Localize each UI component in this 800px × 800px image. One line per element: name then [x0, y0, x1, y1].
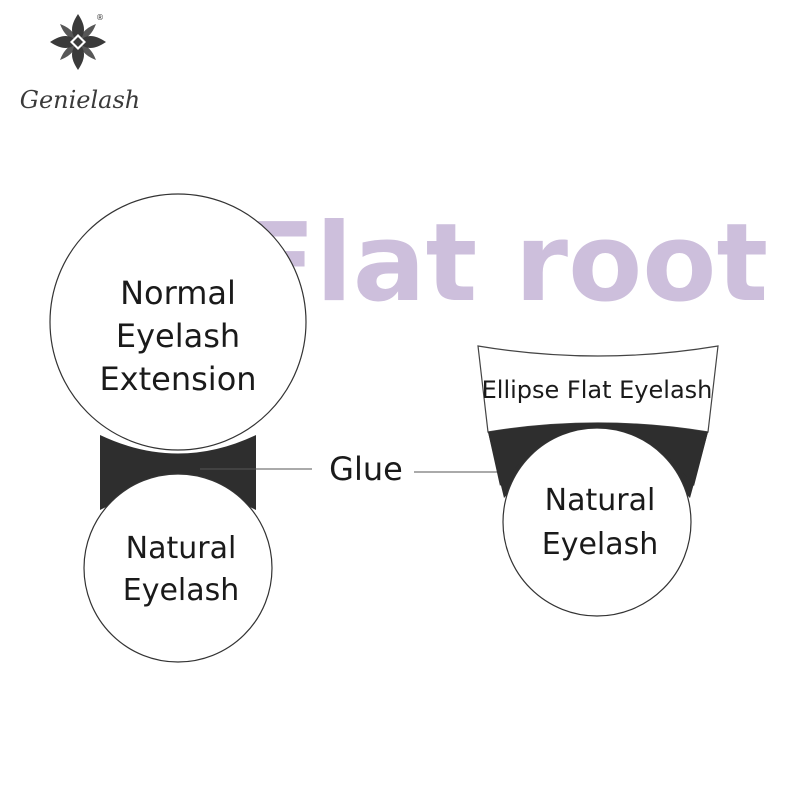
right-bottom-label-line-1: Natural [545, 483, 656, 518]
left-bottom-circle [83, 473, 273, 663]
registered-mark: ® [96, 13, 104, 22]
brand-name: Genielash [20, 86, 140, 114]
left-bottom-label-line-2: Eyelash [123, 573, 240, 608]
glue-callout: Glue [200, 450, 508, 488]
right-bottom-label-line-2: Eyelash [542, 527, 659, 562]
logo-emblem-icon [50, 14, 106, 70]
right-diagram: Ellipse Flat Eyelash Natural Eyelash [477, 345, 719, 617]
glue-label: Glue [329, 450, 403, 488]
ellipse-flat-eyelash-label: Ellipse Flat Eyelash [482, 376, 713, 404]
left-bottom-label-line-1: Natural [126, 531, 237, 566]
right-natural-circle [502, 427, 692, 617]
brand-logo: ® Genielash [20, 13, 140, 114]
page-title: Flat root [242, 201, 768, 326]
left-top-label-line-1: Normal [120, 274, 236, 312]
left-top-label-line-3: Extension [99, 360, 256, 398]
right-glue-overlay [488, 423, 708, 486]
left-top-label-line-2: Eyelash [116, 317, 240, 355]
left-top-circle [49, 193, 307, 451]
left-diagram: Normal Eyelash Extension Natural Eyelash [49, 193, 307, 663]
